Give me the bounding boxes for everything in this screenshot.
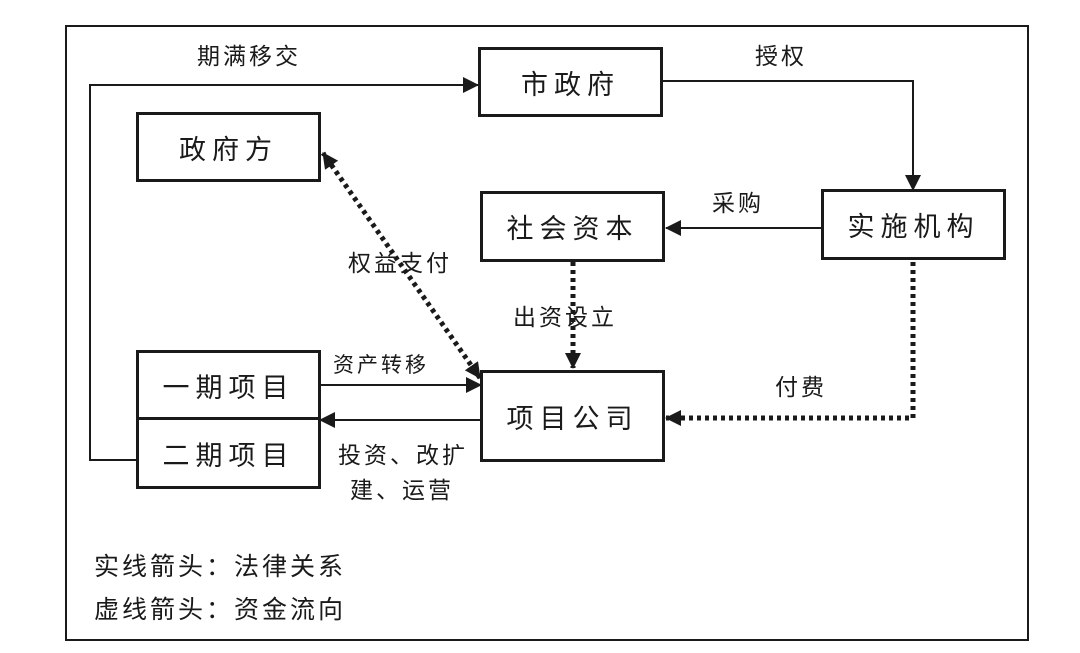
label-fee: 付费 xyxy=(775,375,827,401)
node-government: 政府方 xyxy=(136,112,321,182)
node-phase1: 一期项目 xyxy=(136,350,321,420)
label-invest-line1: 投资、改扩 xyxy=(338,443,468,469)
node-government-label: 政府方 xyxy=(179,134,278,166)
label-equity-payment: 权益支付 xyxy=(348,251,452,277)
edge-authorize xyxy=(663,80,921,191)
node-phase2: 二期项目 xyxy=(136,417,321,489)
label-invest-line2: 建、运营 xyxy=(350,478,454,504)
label-asset-transfer: 资产转移 xyxy=(333,353,429,377)
outer-frame xyxy=(65,25,1029,641)
node-phase1-label: 一期项目 xyxy=(162,372,295,404)
node-implementing-agency-label: 实施机构 xyxy=(847,212,980,243)
label-capital-setup: 出资设立 xyxy=(513,305,617,331)
node-social-capital: 社会资本 xyxy=(480,191,665,262)
edge-handover xyxy=(89,77,479,461)
edge-equity-payment xyxy=(320,151,483,380)
node-implementing-agency: 实施机构 xyxy=(821,189,1006,260)
node-city-gov-label: 市政府 xyxy=(521,69,620,101)
edge-fee xyxy=(665,262,916,426)
node-project-company: 项目公司 xyxy=(480,370,665,462)
node-social-capital-label: 社会资本 xyxy=(506,214,639,245)
node-city-gov: 市政府 xyxy=(478,47,663,117)
label-handover: 期满移交 xyxy=(197,44,301,70)
label-authorize: 授权 xyxy=(755,44,807,70)
legend-dashed: 虚线箭头：资金流向 xyxy=(94,595,347,624)
label-procure: 采购 xyxy=(712,191,764,217)
node-project-company-label: 项目公司 xyxy=(506,403,639,435)
legend-solid: 实线箭头：法律关系 xyxy=(94,552,347,581)
node-phase2-label: 二期项目 xyxy=(162,440,295,472)
